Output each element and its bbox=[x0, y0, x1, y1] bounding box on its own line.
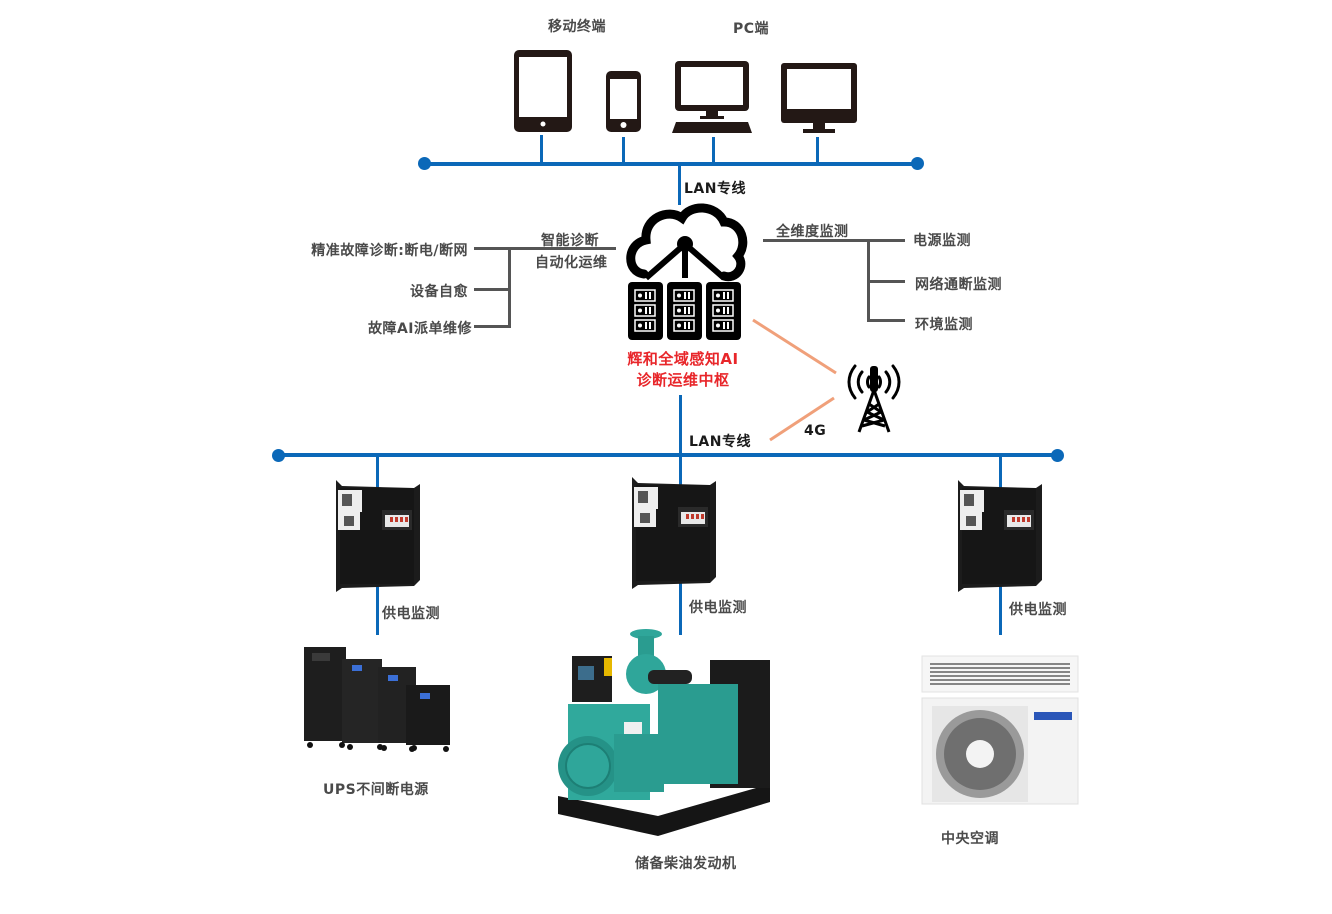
mobile-clients-label: 移动终端 bbox=[548, 19, 606, 35]
air-conditioner-icon bbox=[921, 655, 1079, 805]
tower-to-bus-link bbox=[769, 396, 835, 442]
bottom-bus-line bbox=[278, 453, 1058, 457]
power-monitor-cabinet-icon bbox=[958, 480, 1042, 592]
desktop-link bbox=[712, 137, 715, 165]
monitor-icon bbox=[781, 63, 857, 133]
right-branch-title: 全维度监测 bbox=[776, 224, 849, 240]
left-branch-tick-3 bbox=[474, 325, 510, 328]
endpoint-device-label: 储备柴油发动机 bbox=[635, 856, 737, 872]
tablet-icon bbox=[514, 50, 572, 132]
bottom-lan-label: LAN专线 bbox=[689, 434, 751, 450]
power-monitor-cabinet-icon bbox=[632, 477, 716, 589]
right-branch-item: 网络通断监测 bbox=[915, 277, 1002, 293]
endpoint-device-label: 中央空调 bbox=[941, 831, 999, 847]
cloud-server-icon bbox=[626, 203, 748, 340]
power-monitor-cabinet-icon bbox=[336, 480, 420, 592]
bottom-bus-right-endpoint bbox=[1051, 449, 1064, 462]
bottom-bus-left-endpoint bbox=[272, 449, 285, 462]
left-branch-title-line2: 自动化运维 bbox=[535, 255, 608, 271]
ups-icon bbox=[304, 647, 450, 752]
right-branch-item: 电源监测 bbox=[913, 233, 971, 249]
right-branch-tick-3 bbox=[867, 319, 905, 322]
left-branch-title-line1: 智能诊断 bbox=[541, 233, 599, 249]
left-branch-item: 设备自愈 bbox=[410, 284, 468, 300]
monitor-link bbox=[816, 137, 819, 165]
phone-link bbox=[622, 137, 625, 165]
left-branch-item: 故障AI派单维修 bbox=[367, 321, 472, 337]
right-branch-item: 环境监测 bbox=[915, 317, 973, 333]
cell-tower-icon bbox=[847, 364, 901, 433]
endpoint-device-label: UPS不间断电源 bbox=[323, 782, 429, 798]
tablet-link bbox=[540, 135, 543, 165]
diesel-generator-icon bbox=[558, 629, 770, 836]
top-bus-line bbox=[425, 162, 918, 166]
hub-title-line2: 诊断运维中枢 bbox=[636, 371, 730, 389]
endpoint-monitor-label: 供电监测 bbox=[1009, 602, 1067, 618]
endpoint-monitor-label: 供电监测 bbox=[382, 606, 440, 622]
left-branch-tick-2 bbox=[474, 288, 510, 291]
desktop-computer-icon bbox=[672, 61, 752, 133]
wireless-link-label: 4G bbox=[804, 423, 827, 439]
left-branch-spine bbox=[508, 247, 511, 328]
left-branch-item: 精准故障诊断:断电/断网 bbox=[311, 243, 468, 259]
smartphone-icon bbox=[606, 71, 641, 132]
hub-title: 辉和全域感知AI 诊断运维中枢 bbox=[612, 349, 754, 391]
left-branch-trunk bbox=[474, 247, 616, 250]
top-bus-right-endpoint bbox=[911, 157, 924, 170]
pc-clients-label: PC端 bbox=[733, 21, 770, 37]
endpoint-monitor-label: 供电监测 bbox=[689, 600, 747, 616]
right-branch-trunk bbox=[763, 239, 905, 242]
top-lan-label: LAN专线 bbox=[684, 181, 746, 197]
top-bus-left-endpoint bbox=[418, 157, 431, 170]
top-lan-link bbox=[678, 165, 681, 205]
hub-to-tower-link bbox=[752, 318, 837, 375]
hub-title-line1: 辉和全域感知AI bbox=[627, 350, 739, 368]
right-branch-tick-2 bbox=[867, 280, 905, 283]
